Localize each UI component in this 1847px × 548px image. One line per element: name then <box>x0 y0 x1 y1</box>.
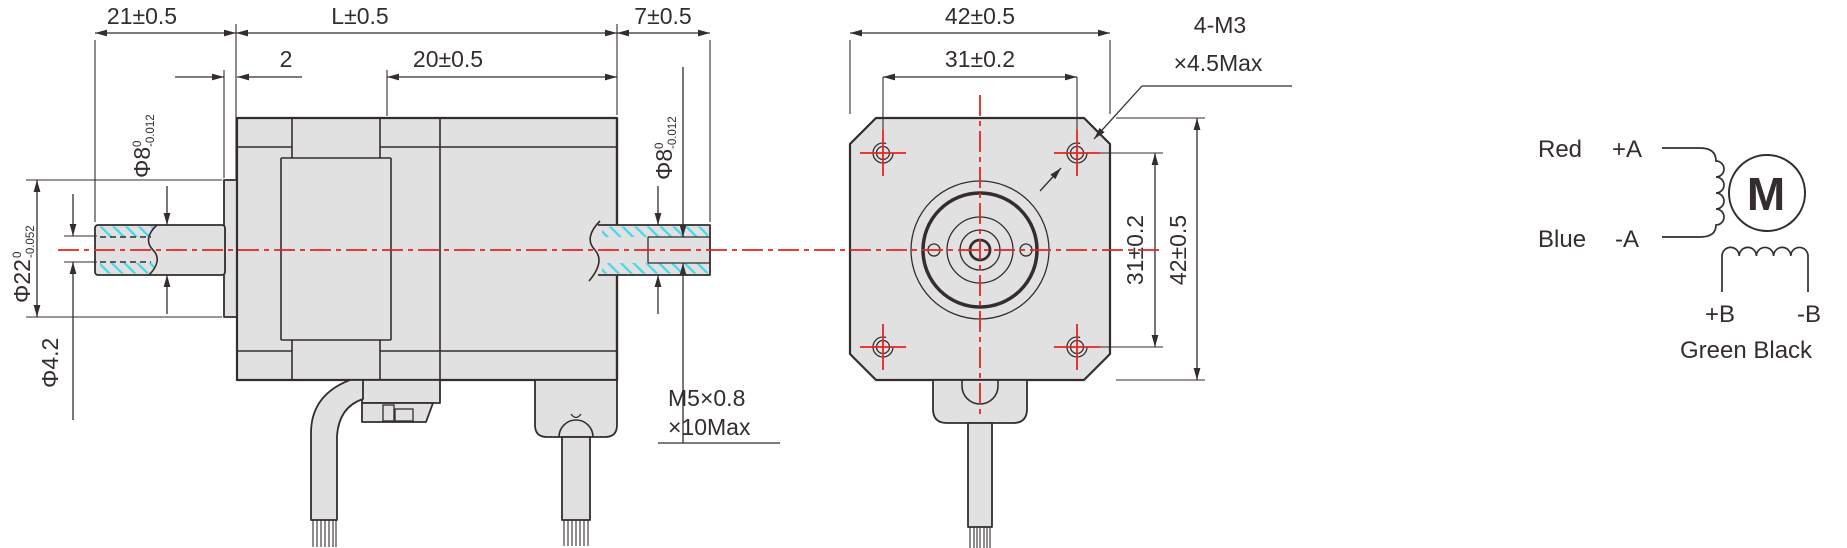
lead-b-neg-terminal: -B <box>1797 301 1821 328</box>
motor-symbol-circle <box>1728 154 1806 232</box>
lead-a-pos-terminal: +A <box>1612 136 1642 163</box>
strain-relief-notch <box>570 413 582 419</box>
dim-label-body-len: L±0.5 <box>331 3 388 29</box>
dim-label-front-shaft-dia: Φ8 0 -0.012 <box>651 116 679 180</box>
thread-note-line2: ×10Max <box>668 414 751 440</box>
wiring-diagram: Red +A Blue -A M +B -B Green Black <box>1538 136 1821 364</box>
side-view: 21±0.5 L±0.5 7±0.5 2 20±0.5 Φ8 0 -0.012 … <box>9 3 780 547</box>
dim-label-hole-pitch-h: 31±0.2 <box>945 46 1015 72</box>
dia-base: Φ8 <box>129 147 155 178</box>
motor-cable-left <box>310 379 364 521</box>
dim-label-boss-depth: 2 <box>280 46 293 72</box>
dim-label-front-shaft-len: 7±0.5 <box>634 3 691 29</box>
centerlines <box>58 95 1162 418</box>
dim-label-bore-dia: Φ4.2 <box>37 338 63 388</box>
motor-symbol-label: M <box>1747 168 1785 220</box>
wire-fray-right <box>563 520 589 546</box>
dim-label-rear-section: 20±0.5 <box>413 46 483 72</box>
motor-cable-right <box>561 436 591 521</box>
rear-shaft-thread-hatch-top <box>100 226 154 237</box>
front-shaft-thread-hatch-bottom <box>602 263 708 274</box>
coil-phase-a <box>1662 147 1725 238</box>
connector-lower <box>361 402 434 423</box>
dim-label-width: 42±0.5 <box>945 3 1015 29</box>
strain-relief-arc <box>558 419 594 438</box>
dim-label-boss-dia: Φ22 0 -0.052 <box>9 225 37 303</box>
dia-tol-lower: -0.052 <box>25 225 37 258</box>
cable-strain-relief <box>534 379 618 438</box>
connector-pin <box>394 408 414 422</box>
rear-shaft-thread-hatch-bottom <box>100 263 154 274</box>
mount-note-line1: 4-M3 <box>1194 12 1246 38</box>
lead-a-neg-color: Blue <box>1538 226 1586 253</box>
dim-label-height: 42±0.5 <box>1165 215 1191 285</box>
front-shaft-thread-hatch-top <box>602 226 708 237</box>
dia-tol-upper: 0 <box>132 141 144 147</box>
mount-note-line2: ×4.5Max <box>1174 50 1263 76</box>
front-view: 42±0.5 31±0.2 31±0.2 42±0.5 4-M3 ×4.5Max <box>848 3 1292 548</box>
motor-body <box>235 116 619 382</box>
coil-phase-b <box>1721 246 1809 292</box>
dia-tol-lower: -0.012 <box>145 114 157 147</box>
rear-shaft-break-line <box>147 224 158 276</box>
lead-b-colors: Green Black <box>1680 337 1813 364</box>
hole-center-marks <box>860 130 1100 370</box>
dim-label-rear-shaft-dia: Φ8 0 -0.012 <box>129 114 157 178</box>
mount-note-leader-2 <box>1039 167 1062 192</box>
lead-b-pos-terminal: +B <box>1705 301 1735 328</box>
lead-a-pos-color: Red <box>1538 136 1582 163</box>
pilot-boss <box>223 179 238 318</box>
mount-note-leader <box>1093 85 1143 140</box>
dia-base: Φ8 <box>651 149 677 180</box>
wire-fray-front <box>969 527 991 548</box>
wire-fray-left <box>312 520 337 547</box>
dia-base: Φ22 <box>9 259 35 303</box>
dia-tol-upper: 0 <box>654 143 666 149</box>
lead-a-neg-terminal: -A <box>1615 226 1639 253</box>
dia-tol-lower: -0.012 <box>667 116 679 149</box>
dia-tol-upper: 0 <box>12 252 24 258</box>
connector-pin <box>382 404 395 422</box>
thread-note-line1: M5×0.8 <box>668 385 745 411</box>
dim-label-rear-shaft-len: 21±0.5 <box>107 3 177 29</box>
front-cable <box>967 422 993 528</box>
dia-base: Φ4.2 <box>37 338 63 388</box>
connector-block <box>361 379 441 404</box>
front-shaft-break-line <box>588 220 601 282</box>
